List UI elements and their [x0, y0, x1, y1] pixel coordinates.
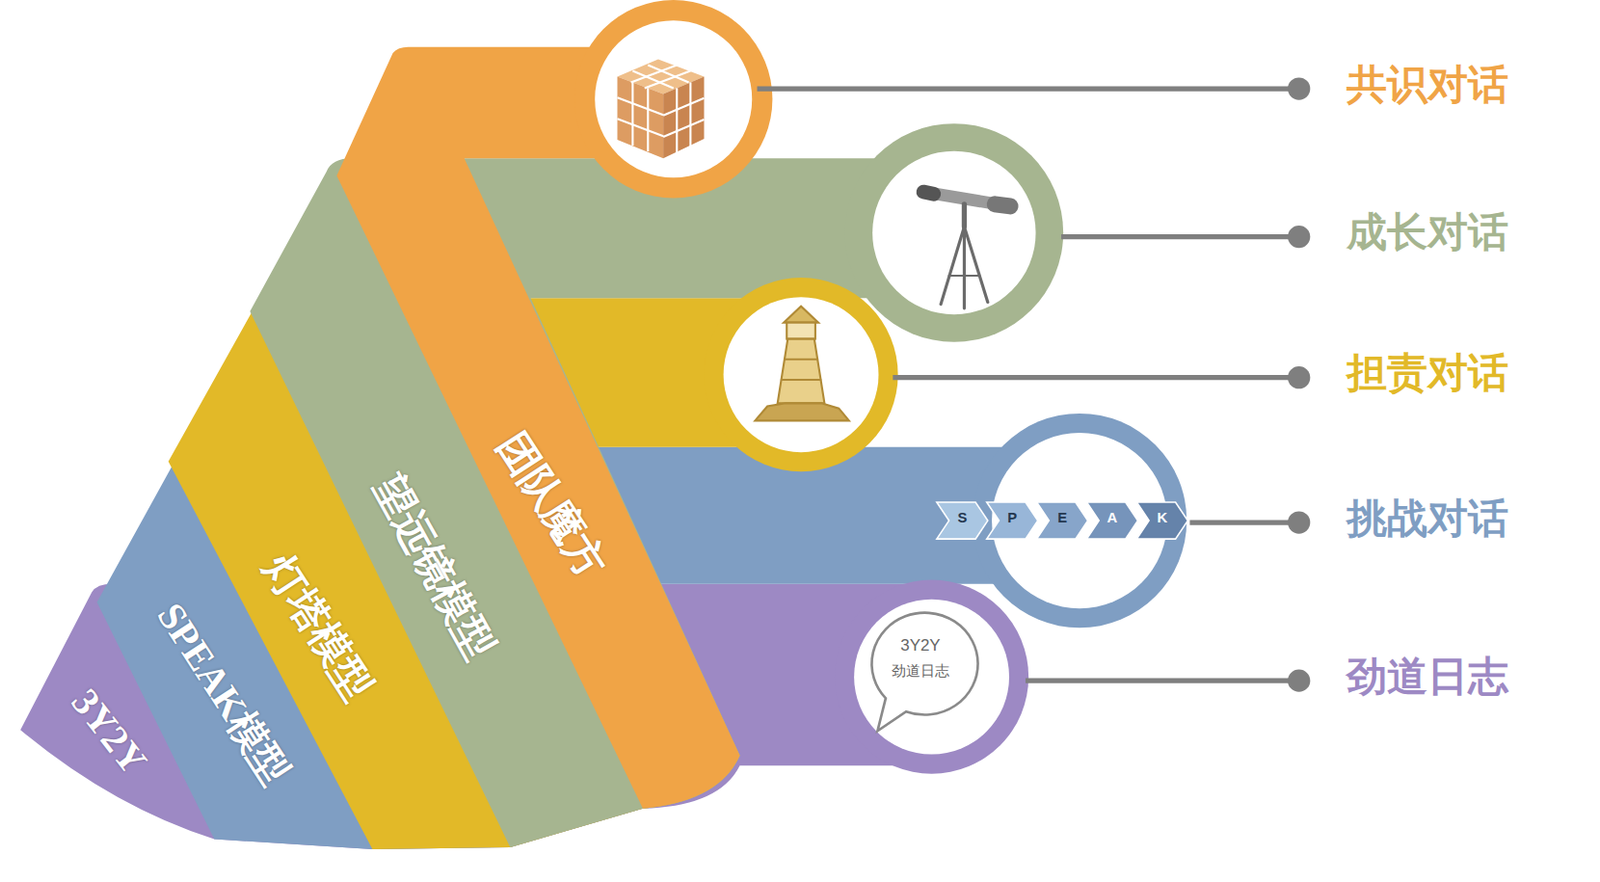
cube-icon — [631, 81, 634, 146]
leader-dot — [1287, 510, 1310, 534]
band-shapes — [20, 47, 1082, 850]
speak-arrows — [986, 502, 1039, 539]
telescope-icon — [994, 204, 1011, 207]
leader-line — [757, 85, 1300, 91]
leader-dot — [1287, 366, 1310, 389]
cube-icon — [675, 87, 678, 153]
leader-dot — [1287, 225, 1310, 248]
lighthouse-icon — [777, 339, 826, 404]
dialogue-label: 劲道日志 — [1346, 654, 1509, 700]
leader-line — [1189, 519, 1299, 525]
cube-icon — [647, 64, 689, 82]
lighthouse-icon — [786, 322, 816, 340]
lighthouse-icon — [780, 378, 822, 381]
leader-connector — [1061, 225, 1310, 248]
telescope-icon — [923, 191, 1011, 309]
lighthouse-icon — [754, 306, 849, 422]
cube-icon — [616, 76, 664, 159]
lighthouse-icon — [754, 402, 849, 421]
speech-bubble-icon — [871, 613, 978, 732]
green-circle — [845, 123, 1065, 343]
speak-arrows — [1136, 502, 1188, 539]
dialogue-label: 共识对话 — [1346, 62, 1509, 108]
dialogue-title: 共识对话 — [1346, 62, 1509, 108]
speak-arrows — [936, 502, 1188, 539]
step-letter: A — [1107, 509, 1119, 526]
speak-arrows — [936, 502, 988, 539]
dialogue-label: 成长对话 — [1346, 210, 1509, 256]
leader-connector — [1189, 510, 1310, 534]
speak-arrows — [1086, 502, 1138, 539]
cube-icon — [663, 98, 704, 116]
dialogue-label: 担责对话 — [1346, 350, 1509, 397]
purple-circle — [834, 580, 1029, 774]
green-circle-inner — [872, 151, 1036, 315]
lighthouse-icon — [783, 358, 819, 361]
leader-line — [1025, 677, 1300, 683]
telescope-icon — [923, 191, 934, 194]
cube-icon — [663, 119, 704, 137]
step-letter: P — [1007, 509, 1017, 526]
telescope-icon — [961, 204, 967, 227]
dialogue-title: 担责对话 — [1346, 350, 1509, 397]
dialogue-label: 挑战对话 — [1346, 496, 1509, 542]
cube-icon — [663, 76, 704, 159]
telescope-icon — [923, 191, 1011, 207]
speech-bubble-icon — [871, 613, 978, 732]
leader-line — [892, 374, 1299, 380]
yellow-circle-inner — [723, 296, 880, 453]
orange-circle — [574, 0, 773, 198]
telescope-icon — [949, 274, 981, 277]
leader-line — [1061, 234, 1300, 240]
leader-connector — [1025, 668, 1310, 692]
telescope-icon — [940, 226, 964, 304]
step-letter: E — [1057, 509, 1067, 526]
step-letter: K — [1156, 509, 1168, 526]
icon-circles — [574, 0, 1187, 774]
cube-icon — [616, 58, 704, 159]
bubble-text: 劲道日志 — [891, 662, 950, 678]
orange-circle-inner — [594, 20, 752, 178]
cube-icon — [616, 97, 664, 115]
cube-icon — [646, 87, 649, 152]
lighthouse-icon — [783, 306, 819, 323]
cube-icon — [689, 81, 692, 147]
leader-dot — [1287, 668, 1310, 692]
bubble-text: 3Y2Y — [900, 637, 940, 656]
telescope-icon — [962, 226, 966, 309]
dialogue-title: 成长对话 — [1346, 210, 1509, 256]
telescope-icon — [963, 226, 987, 302]
dialogue-title: 挑战对话 — [1346, 496, 1509, 542]
leader-connector — [892, 366, 1310, 389]
leader-dot — [1287, 77, 1310, 100]
purple-circle-inner — [853, 599, 1010, 755]
speak-arrows — [1037, 502, 1089, 539]
dialogue-title: 劲道日志 — [1346, 654, 1509, 700]
cube-icon — [616, 118, 664, 136]
leader-connector — [757, 77, 1311, 100]
step-letter: S — [957, 509, 967, 526]
yellow-circle — [703, 277, 898, 472]
